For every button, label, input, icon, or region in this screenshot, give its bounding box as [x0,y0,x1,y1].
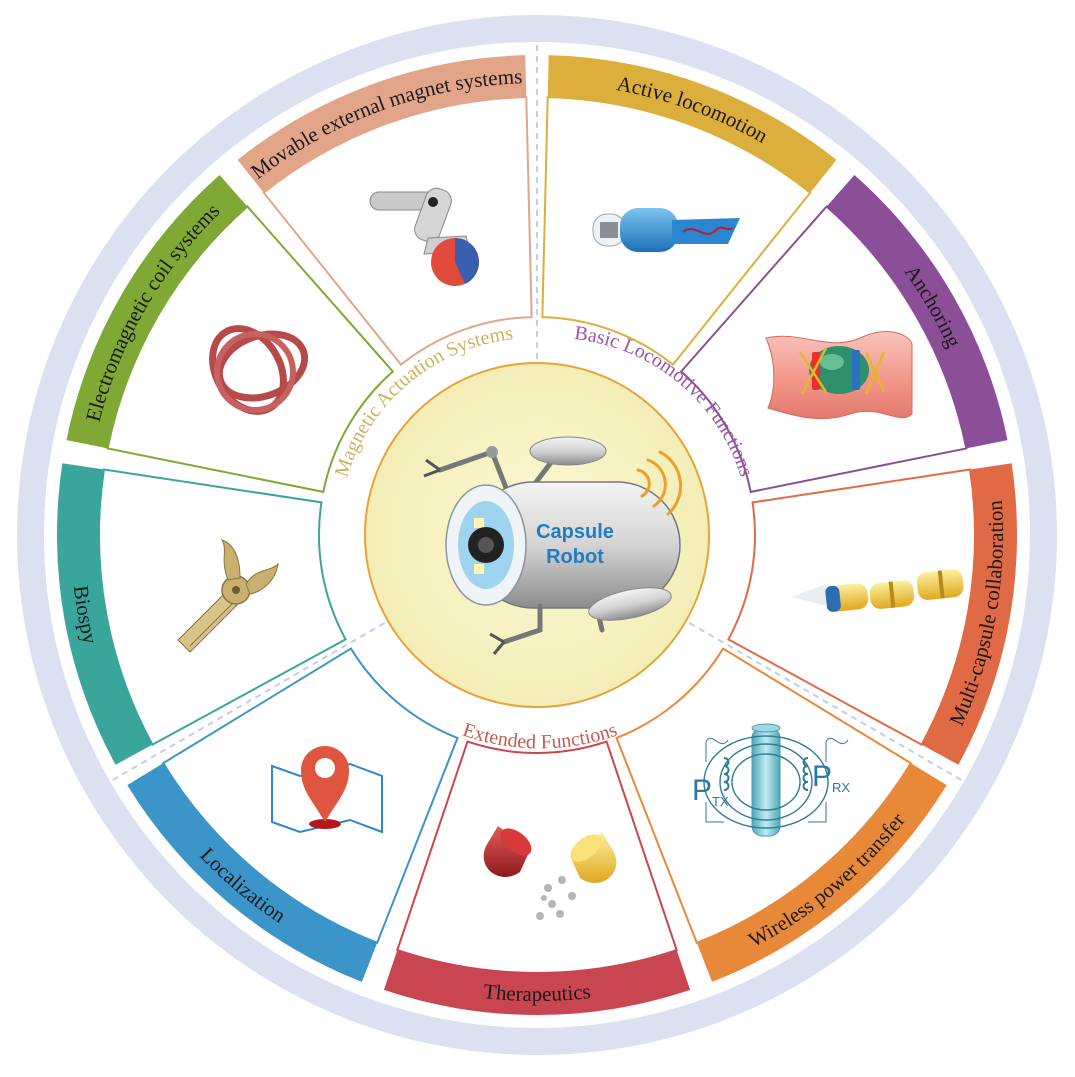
coil-rings-icon [209,325,309,415]
segment-body [396,740,678,974]
segment-therapeutics: Therapeutics [383,740,691,1016]
power-tx-label: PTX [692,774,729,809]
group-divider [109,622,386,783]
segment-band [383,950,691,1016]
segment-body [262,96,533,367]
center-title-line2: Robot [546,546,604,568]
segment-band [921,463,1017,765]
group-divider [688,622,965,783]
capsule-robot-icon: Capsule Robot [423,436,682,655]
segment-band [547,55,837,193]
segment-band [66,174,248,449]
capsule-chain-icon [792,569,964,612]
robot-arm-magnet-icon [369,187,480,286]
segment-band [237,55,527,193]
pill-capsule-icon [483,826,617,920]
segment-band [57,463,153,765]
segment-band [696,763,947,982]
center-title-line1: Capsule [536,521,614,543]
group-dividers [109,42,965,783]
segment-body [106,205,395,494]
map-pin-icon [271,746,383,834]
segment-external-magnet: Movable external magnet systems [237,55,533,367]
capsule-tail-icon [592,208,740,252]
segment-band [826,174,1008,449]
coil-transfer-icon: PTX PRX [692,723,850,837]
intestine-anchor-icon [765,331,913,420]
segment-band [127,763,378,982]
segment-label: Therapeutics [482,979,591,1006]
gripper-icon [177,539,279,653]
power-rx-label: PRX [812,760,850,795]
